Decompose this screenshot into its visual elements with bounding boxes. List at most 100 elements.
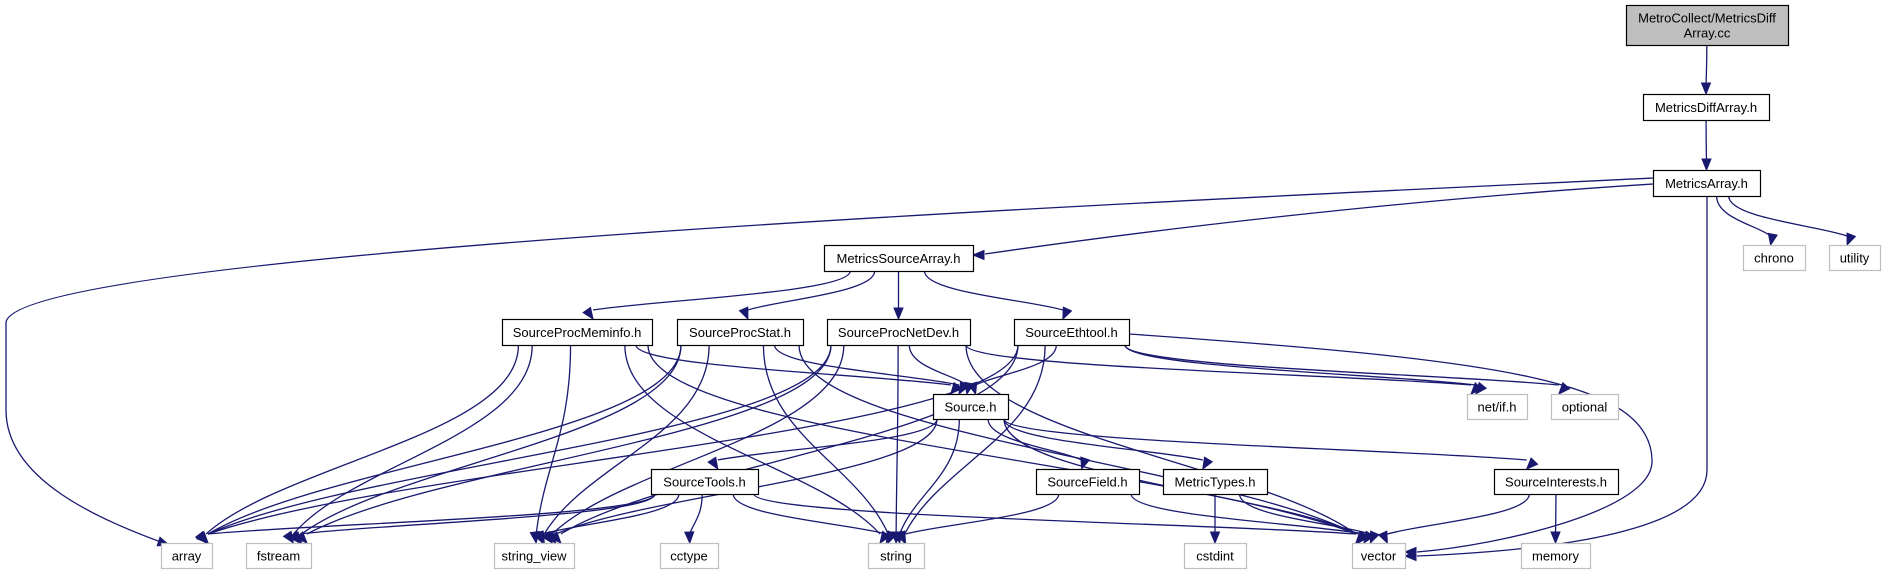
node-memory: memory	[1520, 542, 1592, 570]
node-sourceethtool[interactable]: SourceEthtool.h	[1013, 318, 1131, 347]
edge-source-to-sourcefield	[987, 418, 1091, 471]
edge-line	[732, 493, 887, 535]
edge-line	[551, 344, 845, 535]
edge-line	[1124, 344, 1559, 386]
arrowhead-icon	[1701, 158, 1712, 172]
node-label: utility	[1840, 251, 1870, 266]
edge-line	[1705, 44, 1708, 86]
node-label: memory	[1532, 549, 1579, 564]
node-source[interactable]: Source.h	[932, 393, 1010, 421]
edge-sourceprocstat-to-string-view	[534, 344, 710, 545]
edge-metricssourcearray-to-sourceprocnetdev	[893, 270, 904, 321]
node-cstdint: cstdint	[1183, 542, 1248, 570]
edge-metricsarray-to-utility	[1728, 195, 1857, 247]
edge-line	[987, 418, 1082, 461]
edge-line	[301, 344, 682, 535]
nodes-layer: MetroCollect/MetricsDiffArray.ccMetricsD…	[160, 4, 1882, 570]
node-box	[245, 542, 313, 570]
edge-sourceethtool-to-netif	[1124, 344, 1488, 396]
arrowhead-icon	[893, 307, 904, 321]
node-metricssourcearray[interactable]: MetricsSourceArray.h	[823, 244, 975, 273]
node-label: SourceTools.h	[663, 475, 745, 490]
edge-line	[773, 344, 960, 386]
edge-source-to-string-view	[544, 418, 938, 545]
node-root[interactable]: MetroCollect/MetricsDiffArray.cc	[1625, 4, 1790, 47]
edge-metricsarray-to-metricssourcearray	[971, 183, 1654, 261]
edge-line	[1238, 493, 1371, 535]
edge-root-to-metricsdiffarray	[1700, 44, 1712, 96]
node-box	[676, 318, 805, 347]
edge-line	[543, 344, 710, 535]
node-label: chrono	[1754, 251, 1794, 266]
node-box	[501, 318, 654, 347]
node-metricsdiffarray[interactable]: MetricsDiffArray.h	[1642, 93, 1771, 122]
node-label: SourceProcNetDev.h	[838, 325, 959, 340]
node-box	[160, 542, 214, 570]
node-label: fstream	[257, 549, 300, 564]
node-metrictypes[interactable]: MetricTypes.h	[1162, 468, 1269, 496]
edge-line	[1130, 493, 1365, 535]
node-string-view: string_view	[493, 542, 576, 570]
edge-line	[689, 493, 703, 535]
edge-metricsarray-to-chrono	[1715, 195, 1779, 247]
edge-sourceethtool-to-optional	[1124, 344, 1571, 395]
edge-metrictypes-to-cstdint	[1209, 494, 1221, 545]
edge-sourceethtool-to-source	[967, 344, 1057, 396]
node-label: SourceField.h	[1047, 475, 1127, 490]
arrowhead-icon	[1377, 530, 1388, 545]
node-sourcefield[interactable]: SourceField.h	[1035, 468, 1141, 496]
node-label: MetricsArray.h	[1665, 176, 1748, 191]
arrowhead-icon	[895, 530, 907, 545]
node-sourceprocstat[interactable]: SourceProcStat.h	[676, 318, 805, 347]
node-fstream: fstream	[245, 542, 313, 570]
edge-source-to-metrictypes	[1003, 418, 1214, 471]
node-sourceprocmeminfo[interactable]: SourceProcMeminfo.h	[501, 318, 654, 347]
node-sourceinterests[interactable]: SourceInterests.h	[1493, 468, 1620, 496]
node-metricsarray[interactable]: MetricsArray.h	[1652, 169, 1762, 198]
edge-line	[592, 270, 851, 311]
edge-sourcetools-to-fstream	[288, 493, 656, 545]
edge-line	[560, 344, 1019, 535]
edge-line	[1715, 195, 1772, 237]
edge-line	[965, 344, 1472, 386]
edge-line	[207, 344, 682, 535]
edge-sourceinterests-to-vector	[1377, 493, 1531, 545]
edge-sourcefield-to-string	[895, 493, 1060, 545]
node-sourcetools[interactable]: SourceTools.h	[650, 468, 760, 496]
node-box	[1162, 468, 1269, 496]
node-label: array	[172, 549, 202, 564]
edge-metricssourcearray-to-sourceethtool	[923, 270, 1073, 321]
node-box	[1035, 468, 1141, 496]
node-box	[823, 244, 975, 273]
node-box	[932, 393, 1010, 421]
node-label: SourceEthtool.h	[1025, 325, 1118, 340]
edge-metricssourcearray-to-sourceprocstat	[738, 270, 876, 321]
node-netif: net/if.h	[1466, 393, 1529, 421]
node-vector: vector	[1351, 542, 1407, 570]
arrowhead-icon	[288, 530, 301, 545]
edge-line	[923, 270, 1064, 311]
edge-metricssourcearray-to-sourceprocmeminfo	[582, 270, 851, 321]
node-box	[1550, 393, 1620, 421]
arrowhead-icon	[1202, 456, 1214, 471]
arrowhead-icon	[196, 530, 209, 544]
edge-line	[205, 344, 520, 535]
node-box	[1520, 542, 1592, 570]
edge-line	[747, 270, 876, 311]
node-box	[867, 542, 926, 570]
arrowhead-icon	[738, 306, 749, 321]
edge-metricsarray-to-array	[5, 177, 1654, 547]
node-box	[1625, 4, 1790, 47]
node-label: MetricsSourceArray.h	[836, 251, 960, 266]
arrowhead-icon	[1557, 381, 1571, 395]
edge-line	[292, 344, 533, 535]
node-label: vector	[1361, 549, 1397, 564]
node-sourceprocnetdev[interactable]: SourceProcNetDev.h	[826, 318, 972, 347]
edges-layer	[5, 44, 1857, 562]
node-box	[1183, 542, 1248, 570]
node-box	[650, 468, 760, 496]
node-box	[659, 542, 720, 570]
node-box	[826, 318, 972, 347]
node-cctype: cctype	[659, 542, 720, 570]
